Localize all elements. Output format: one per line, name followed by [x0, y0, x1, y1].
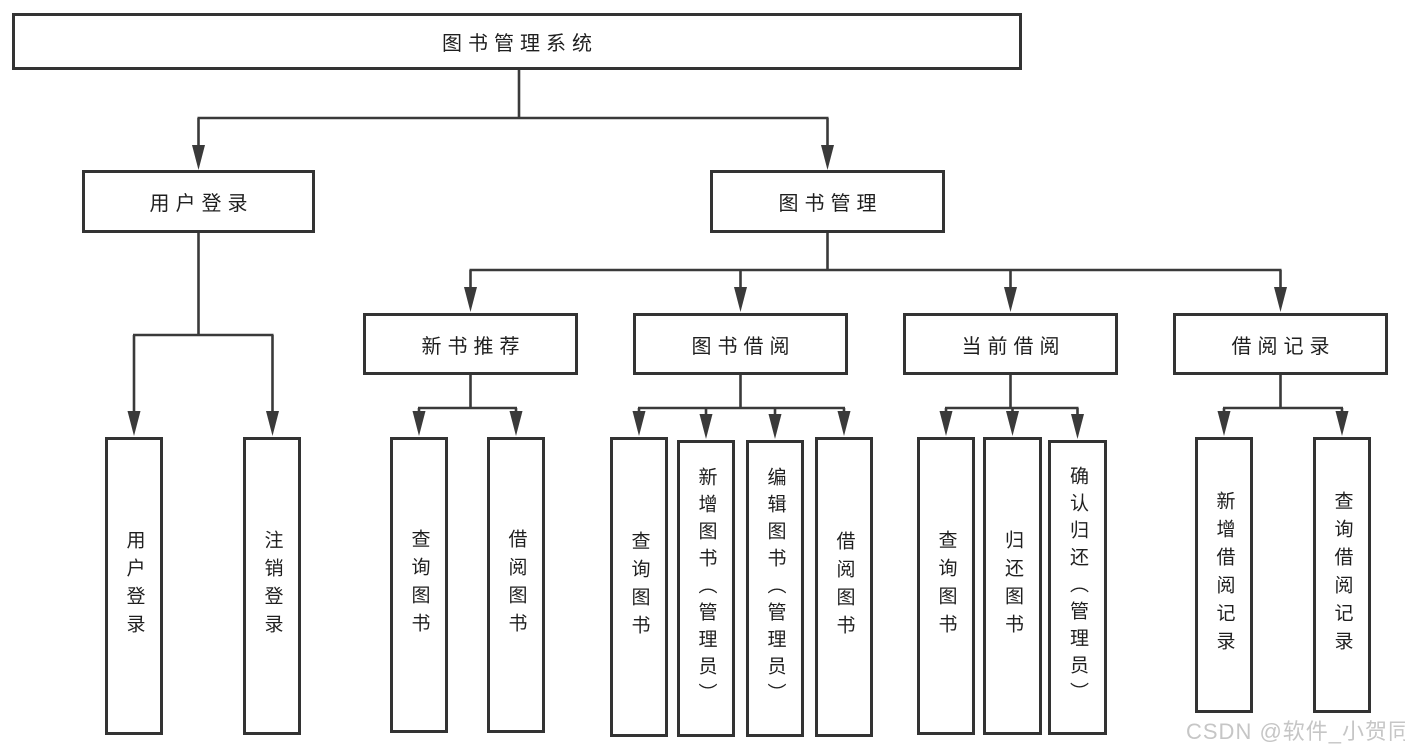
node-borrowing-records: 借阅记录	[1173, 313, 1388, 375]
leaf-user-login: 用户登录	[105, 437, 163, 735]
arrowheads	[127, 145, 1349, 439]
leaf-borrow-books-1: 借阅图书	[487, 437, 545, 733]
node-book-management: 图书管理	[710, 170, 945, 233]
leaf-query-books-2: 查询图书	[610, 437, 668, 737]
leaf-query-books-3: 查询图书	[917, 437, 975, 735]
leaf-logout: 注销登录	[243, 437, 301, 735]
leaf-query-books-1: 查询图书	[390, 437, 448, 733]
node-current-borrowing: 当前借阅	[903, 313, 1118, 375]
leaf-borrow-books-2: 借阅图书	[815, 437, 873, 737]
leaf-add-borrow-record: 新增借阅记录	[1195, 437, 1253, 713]
node-library-system: 图书管理系统	[12, 13, 1022, 70]
leaf-query-borrow-record: 查询借阅记录	[1313, 437, 1371, 713]
leaf-return-book: 归还图书	[983, 437, 1042, 735]
watermark: CSDN @软件_小贺同学	[1186, 719, 1405, 744]
leaf-confirm-return-admin: 确认归还（管理员）	[1048, 440, 1107, 735]
node-user-login: 用户登录	[82, 170, 315, 233]
leaf-edit-book-admin: 编辑图书（管理员）	[746, 440, 804, 737]
node-book-borrowing: 图书借阅	[633, 313, 848, 375]
leaf-add-book-admin: 新增图书（管理员）	[677, 440, 735, 737]
node-new-book-recommend: 新书推荐	[363, 313, 578, 375]
